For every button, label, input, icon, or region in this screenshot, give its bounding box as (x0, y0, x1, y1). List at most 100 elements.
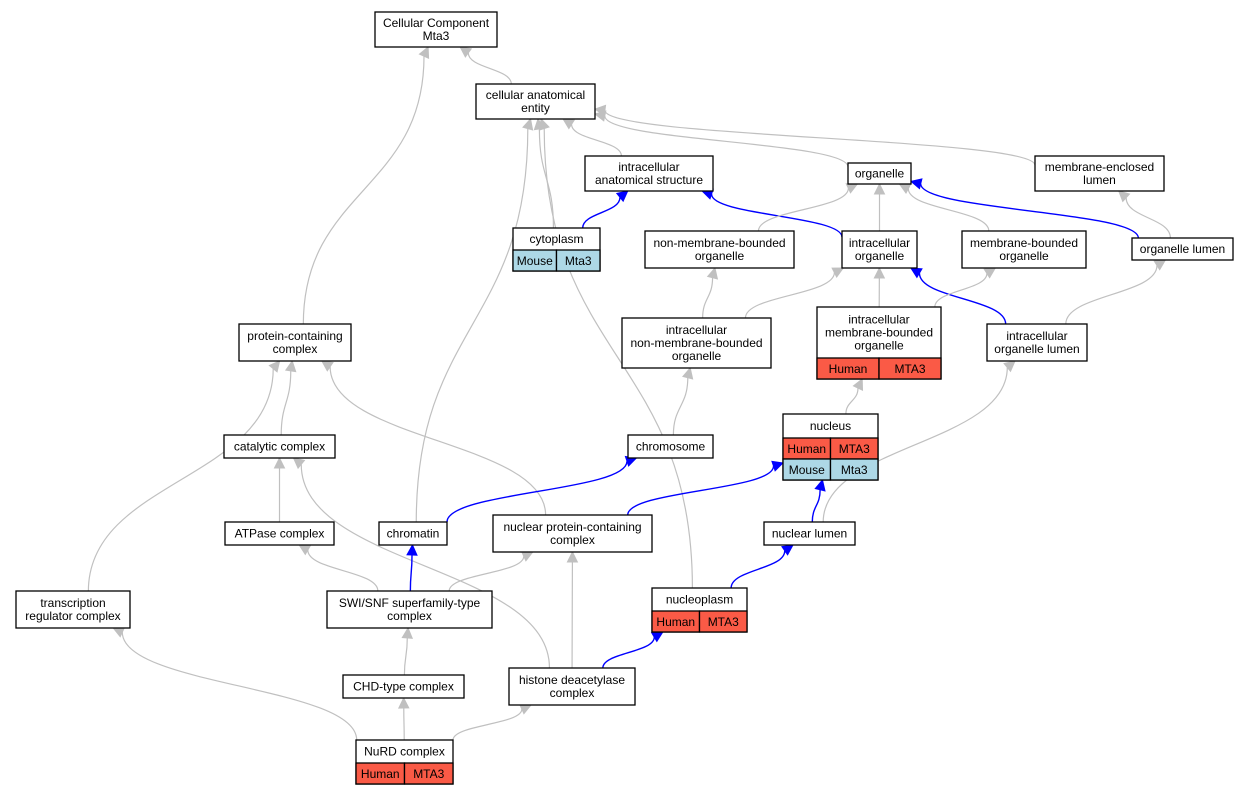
edge-nucleus-to-imbo (845, 388, 859, 415)
edge-nucleoplasm-to-cae (543, 128, 694, 589)
edge-swi-to-chromatin (409, 554, 413, 592)
node-chromatin[interactable]: chromatin (378, 521, 448, 546)
node-inmbo[interactable]: intracellularnon-membrane-boundedorganel… (621, 317, 772, 369)
node-nmbo-label: organelle (695, 249, 745, 263)
node-iol-label: organelle lumen (994, 342, 1079, 356)
node-mbo-label: organelle (999, 249, 1049, 263)
node-swi-label: SWI/SNF superfamily-type (339, 596, 481, 610)
node-chd[interactable]: CHD-type complex (342, 674, 465, 699)
arrowhead-nl-to-iol (1003, 360, 1016, 373)
arrowhead-mel-to-cae (593, 104, 607, 117)
arrowhead-cae-to-root (459, 46, 473, 58)
node-ol[interactable]: organelle lumen (1131, 237, 1234, 261)
arrowhead-pcc-to-root (418, 45, 430, 59)
gene-label: Mta3 (565, 254, 592, 268)
node-cae-label: entity (521, 101, 550, 115)
edge-mbo-to-organelle (907, 188, 990, 232)
edge-organelle-to-cae (604, 115, 849, 168)
node-hdc-label: histone deacetylase (519, 673, 625, 687)
species-label: Human (829, 362, 868, 376)
node-mel-label: lumen (1083, 173, 1116, 187)
node-npcc-label: nuclear protein-containing (503, 520, 641, 534)
node-trc-label: transcription (40, 596, 105, 610)
arrowhead-npcc-to-nucleus (771, 460, 785, 472)
node-iol-box (986, 323, 1088, 362)
arrowhead-io-to-organelle (873, 182, 886, 195)
node-root-label: Mta3 (423, 29, 450, 43)
arrowhead-trc-to-pcc (268, 360, 281, 373)
arrowhead-cc-to-pcc (284, 359, 297, 373)
edge-iol-to-ol (1065, 265, 1158, 325)
node-pcc-box (238, 323, 352, 362)
node-nl[interactable]: nuclear lumen (763, 521, 856, 546)
arrowhead-cytoplasm-to-ias (615, 190, 629, 203)
node-organelle-label: organelle (855, 167, 905, 181)
edge-cytoplasm-to-ias (581, 197, 621, 229)
edge-ol-to-mel (1125, 197, 1172, 239)
node-atpase[interactable]: ATPase complex (224, 521, 335, 546)
gene-label: MTA3 (839, 442, 870, 456)
arrowhead-chromosome-to-inmbo (682, 366, 694, 380)
node-atpase-label: ATPase complex (235, 527, 325, 541)
node-npcc-box (492, 514, 653, 553)
node-npcc-label: complex (550, 533, 595, 547)
node-chromosome-label: chromosome (636, 440, 706, 454)
node-iol-label: intracellular (1006, 329, 1067, 343)
node-mel-box (1034, 155, 1165, 192)
edge-cc-to-pcc (280, 370, 292, 436)
node-root-box (374, 11, 498, 48)
node-cc[interactable]: catalytic complex (223, 434, 336, 459)
node-swi-label: complex (387, 609, 432, 623)
node-nl-label: nuclear lumen (772, 527, 847, 541)
node-chromosome[interactable]: chromosome (627, 434, 714, 459)
node-inmbo-label: organelle (672, 349, 722, 363)
node-cae-label: cellular anatomical (486, 88, 585, 102)
edge-chromatin-to-chromosome (446, 461, 628, 523)
node-nl-box (763, 521, 856, 546)
edge-nl-to-iol (822, 367, 1008, 523)
node-chromatin-label: chromatin (387, 527, 440, 541)
edge-nurd-to-trc (121, 632, 358, 741)
node-organelle-box (847, 162, 912, 185)
edge-chd-to-swi (403, 637, 408, 676)
edge-nl-to-nucleus (811, 489, 821, 523)
gene-label: MTA3 (894, 362, 925, 376)
arrowhead-ol-to-organelle (909, 178, 923, 190)
node-chd-box (342, 674, 465, 699)
node-io-box (841, 230, 918, 269)
node-swi-box (326, 590, 493, 629)
node-organelle[interactable]: organelle (847, 162, 912, 185)
node-nmbo-box (644, 230, 795, 269)
edge-hdc-to-cc (300, 464, 551, 669)
arrowhead-nurd-to-chd (397, 696, 410, 709)
node-mel-label: membrane-enclosed (1045, 160, 1154, 174)
gene-cell (403, 762, 454, 785)
edge-nucleoplasm-to-nl (730, 550, 786, 589)
node-nmbo-label: non-membrane-bounded (653, 236, 785, 250)
species-label: Mouse (517, 254, 553, 268)
edge-hdc-to-nucleoplasm (602, 636, 655, 669)
edge-swi-to-atpase (307, 549, 379, 592)
node-imbo[interactable]: intracellularmembrane-boundedorganelleHu… (816, 306, 942, 380)
species-label: Human (656, 615, 695, 629)
edge-pcc-to-root (302, 56, 425, 325)
edge-io-to-ias (710, 193, 843, 238)
